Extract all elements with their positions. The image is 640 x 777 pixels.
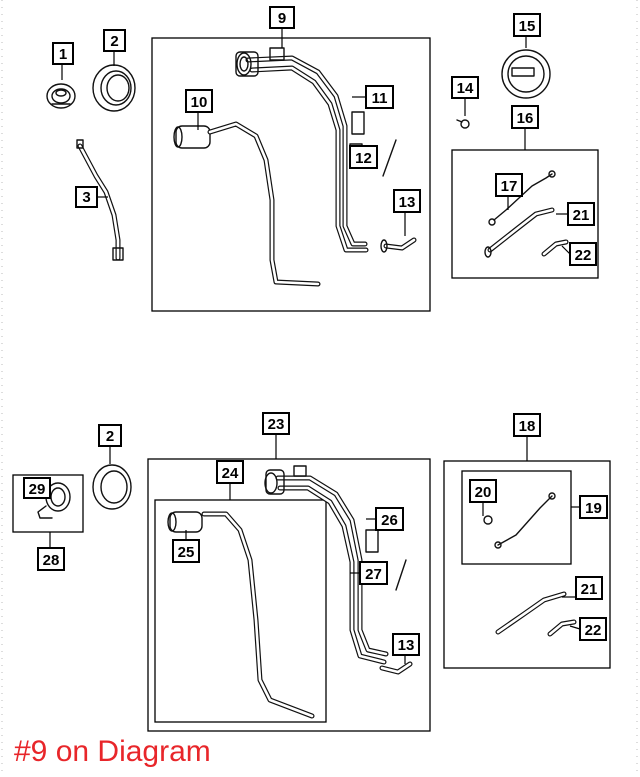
filler-neck-part (235, 47, 369, 253)
callout-19: 19 (579, 495, 608, 519)
callout-20: 20 (469, 479, 497, 503)
callout-1: 1 (52, 42, 74, 65)
fuel-door-part (501, 49, 551, 99)
callout-2: 2 (103, 29, 126, 52)
callout-22-bottom: 22 (579, 617, 607, 641)
svg-text:17: 17 (501, 178, 518, 195)
callout-29: 29 (23, 477, 51, 499)
svg-text:3: 3 (82, 189, 90, 206)
svg-text:21: 21 (573, 207, 590, 224)
callout-26: 26 (375, 507, 404, 531)
callout-25: 25 (172, 539, 200, 563)
diagram-caption: #9 on Diagram (14, 735, 211, 768)
tie-strap-part (382, 139, 397, 177)
hose-elbow-part-bottom (379, 661, 413, 675)
svg-text:9: 9 (278, 10, 286, 27)
callout-2-bottom: 2 (98, 424, 122, 447)
svg-text:22: 22 (585, 622, 602, 639)
leader-lines-top (61, 28, 571, 255)
callout-11: 11 (365, 85, 394, 109)
callout-3: 3 (75, 186, 98, 208)
callout-24: 24 (216, 460, 244, 484)
svg-text:14: 14 (457, 80, 474, 97)
svg-text:24: 24 (222, 465, 239, 482)
gasket-ring-part (92, 64, 136, 112)
svg-text:20: 20 (475, 484, 492, 501)
vent-hose-part (76, 139, 124, 261)
callout-16: 16 (511, 105, 539, 129)
svg-text:25: 25 (178, 544, 195, 561)
svg-text:13: 13 (398, 637, 415, 654)
fuel-line-part (488, 170, 556, 226)
screw-part (456, 119, 470, 129)
svg-text:10: 10 (191, 94, 208, 111)
filler-tube-part-bottom (495, 591, 567, 635)
group-frame-24 (154, 499, 327, 723)
fuel-cap-part (46, 83, 76, 109)
callout-17: 17 (495, 173, 523, 197)
callout-9: 9 (269, 6, 295, 29)
svg-text:23: 23 (268, 416, 285, 433)
filler-neck-part-bottom (264, 465, 389, 665)
svg-text:21: 21 (581, 581, 598, 598)
gasket-ring-part-bottom (92, 464, 132, 510)
svg-text:15: 15 (519, 18, 536, 35)
group-frame-23 (147, 458, 431, 732)
canister-part (173, 121, 321, 287)
group-frame-19 (461, 470, 572, 565)
leader-lines-bottom (49, 434, 581, 664)
callout-15: 15 (513, 13, 541, 37)
callout-22: 22 (569, 242, 597, 266)
filler-tube-part (484, 207, 555, 258)
connector-hose-part-bottom (547, 619, 577, 637)
svg-text:27: 27 (365, 566, 382, 583)
callout-13-bottom: 13 (392, 633, 420, 656)
svg-text:22: 22 (575, 247, 592, 264)
fuel-line-part-bottom (483, 492, 556, 549)
svg-text:13: 13 (399, 194, 416, 211)
svg-text:16: 16 (517, 110, 534, 127)
callout-21: 21 (567, 202, 595, 226)
group-frame-9 (151, 37, 431, 312)
callout-27: 27 (359, 561, 388, 585)
svg-text:12: 12 (355, 150, 372, 167)
svg-text:26: 26 (381, 512, 398, 529)
callout-28: 28 (37, 547, 65, 571)
svg-text:2: 2 (106, 428, 114, 445)
svg-text:1: 1 (59, 46, 67, 63)
svg-text:28: 28 (43, 552, 60, 569)
callout-12: 12 (349, 145, 378, 169)
callout-13: 13 (393, 189, 421, 213)
svg-text:29: 29 (29, 481, 46, 498)
svg-text:19: 19 (585, 500, 602, 517)
svg-text:11: 11 (372, 90, 388, 107)
callout-18: 18 (513, 413, 541, 437)
svg-text:18: 18 (519, 418, 536, 435)
callout-23: 23 (262, 412, 290, 435)
callout-14: 14 (451, 76, 479, 99)
connector-hose-part (541, 239, 569, 257)
tie-strap-part-bottom (395, 559, 407, 591)
group-frame-28 (12, 474, 84, 533)
hose-elbow-part (380, 237, 417, 253)
callout-10: 10 (185, 89, 213, 113)
bracket-part-bottom (365, 529, 379, 553)
callout-21-bottom: 21 (575, 576, 603, 600)
svg-text:2: 2 (110, 33, 118, 50)
